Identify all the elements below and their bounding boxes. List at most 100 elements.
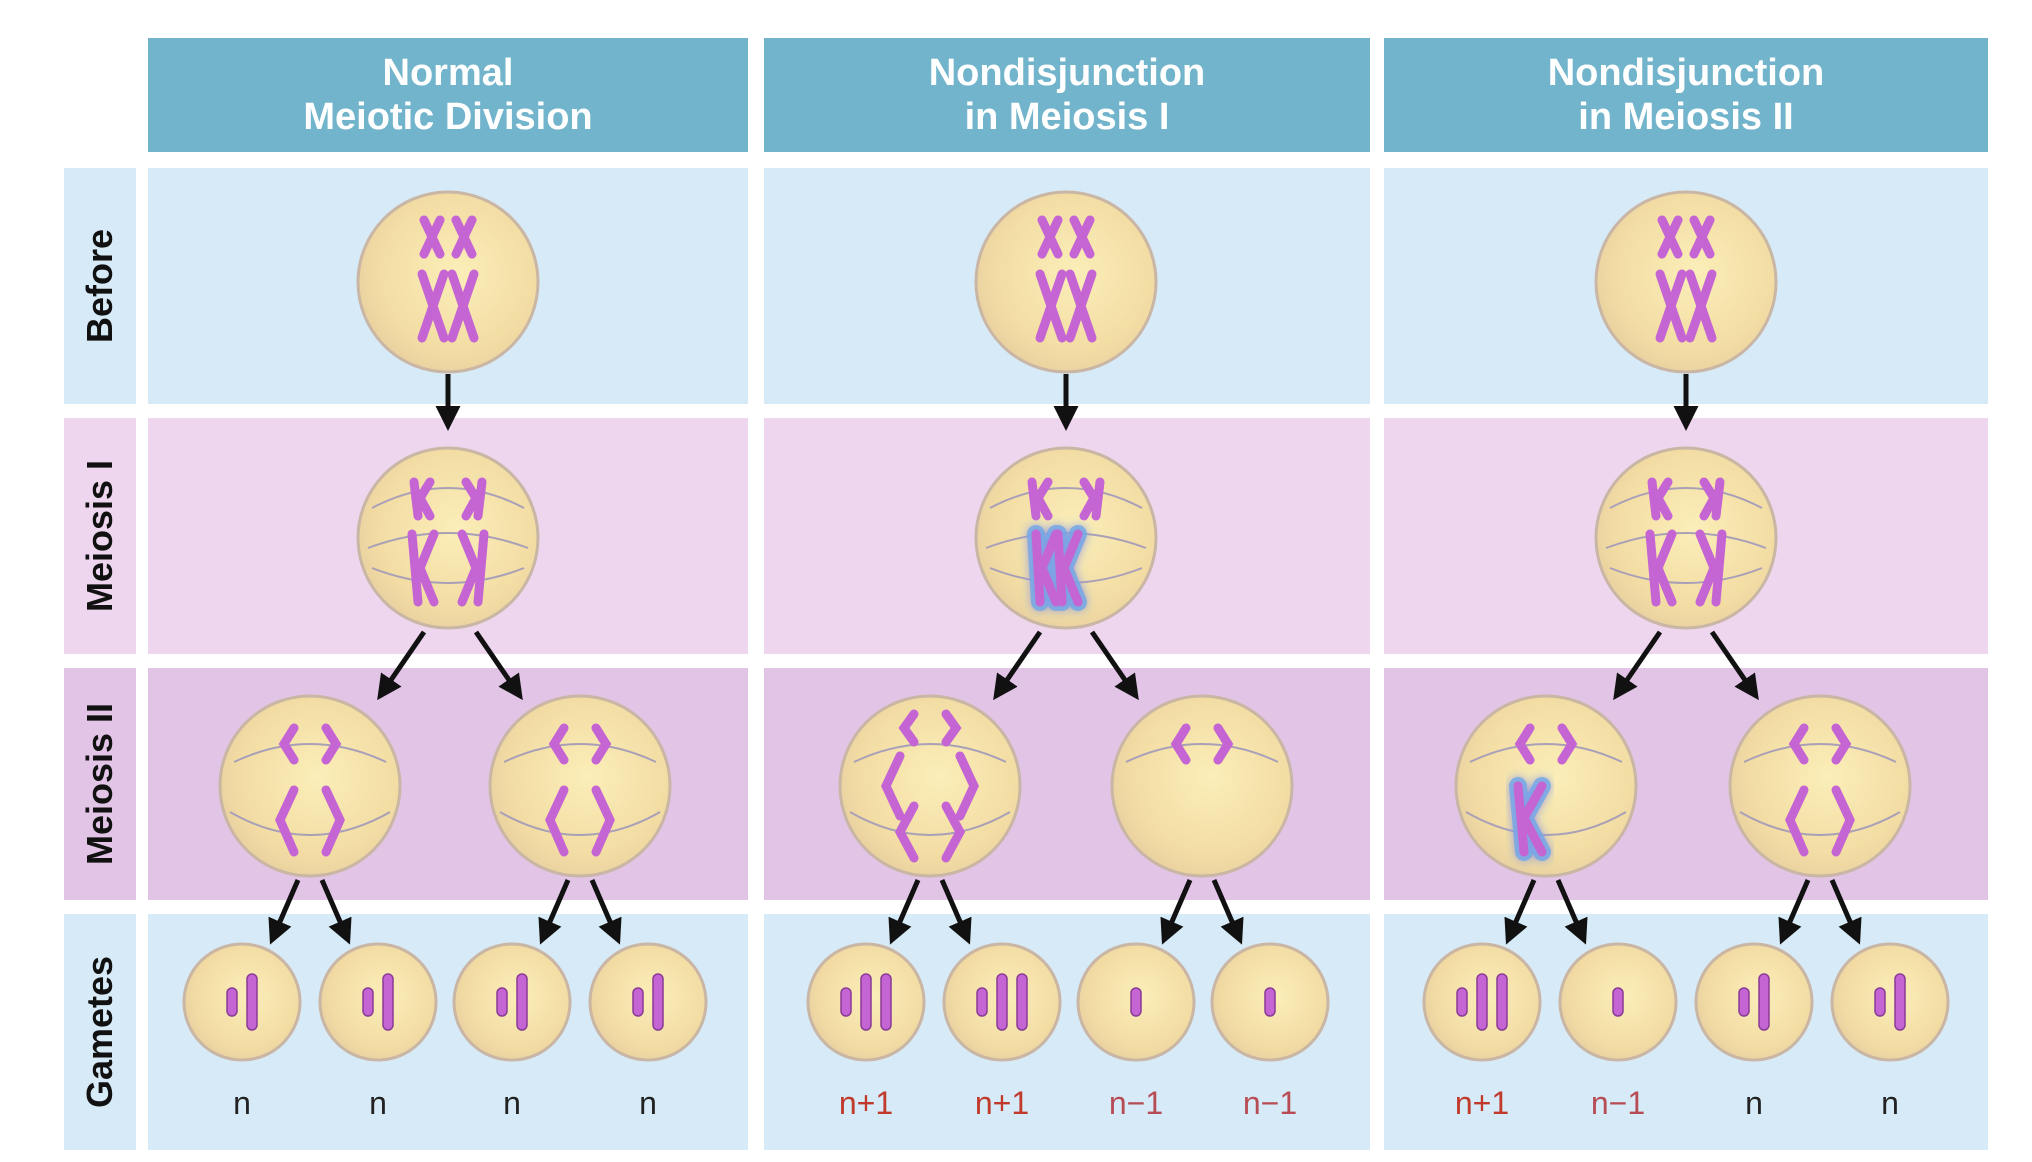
gamete-chromosome <box>1496 973 1508 1031</box>
column-header-line2: Meiotic Division <box>303 96 593 138</box>
gamete-chromosome <box>632 987 644 1017</box>
gamete-cell <box>942 942 1062 1062</box>
gamete-label: n+1 <box>1455 1085 1509 1121</box>
gamete-cell <box>1076 942 1196 1062</box>
cell-meiosis1-md1 <box>974 446 1158 630</box>
gamete-cell <box>1830 942 1950 1062</box>
cell-meiosis1-md2 <box>1594 446 1778 630</box>
gamete-label: n+1 <box>975 1085 1029 1121</box>
gamete-chromosome <box>496 987 508 1017</box>
row-label-before: Before <box>64 168 136 404</box>
gamete-cell <box>806 942 926 1062</box>
gamete-cell <box>1210 942 1330 1062</box>
gamete-chromosome <box>1264 987 1276 1017</box>
nondisjunction-highlight <box>1509 777 1551 861</box>
cell-meiosis2-normal-2 <box>488 694 672 878</box>
cell-meiosis1-normal <box>356 446 540 630</box>
column-header-nondisjunction-meiosis-1: Nondisjunction in Meiosis I <box>764 38 1370 152</box>
gamete-chromosome <box>226 987 238 1017</box>
row-label-gametes: Gametes <box>64 914 136 1150</box>
gamete-cell <box>588 942 708 1062</box>
arrow-meiosis1-to-meiosis2-md2-right <box>1709 630 1759 701</box>
column-header-normal: Normal Meiotic Division <box>148 38 748 152</box>
arrow-meiosis2-to-gamete <box>888 879 921 945</box>
arrow-meiosis2-to-gamete <box>939 879 972 945</box>
arrow-meiosis2-to-gamete <box>1211 879 1244 945</box>
column-header-nondisjunction-meiosis-2: Nondisjunction in Meiosis II <box>1384 38 1988 152</box>
gamete-chromosome <box>1738 987 1750 1017</box>
arrow-meiosis1-to-meiosis2-md1-right <box>1089 630 1139 701</box>
column-header-line2: in Meiosis I <box>964 96 1170 138</box>
gamete-chromosome <box>1130 987 1142 1017</box>
arrow-meiosis2-to-gamete <box>1160 879 1193 945</box>
cell-meiosis2-normal-1 <box>218 694 402 878</box>
arrow-meiosis2-to-gamete <box>538 879 571 945</box>
row-label-meiosis-1: Meiosis I <box>64 418 136 654</box>
gamete-label: n−1 <box>1243 1085 1297 1121</box>
arrow-meiosis2-to-gamete <box>1778 879 1811 945</box>
arrow-meiosis2-to-gamete <box>1555 879 1588 945</box>
gamete-chromosome <box>1894 973 1906 1031</box>
gamete-membrane <box>588 942 708 1062</box>
gamete-chromosome <box>362 987 374 1017</box>
column-header-line1: Nondisjunction <box>1547 52 1825 94</box>
gamete-membrane <box>1830 942 1950 1062</box>
gamete-chromosome <box>860 973 872 1031</box>
gamete-chromosome <box>840 987 852 1017</box>
gamete-cell <box>452 942 572 1062</box>
gamete-label: n <box>369 1085 387 1121</box>
nondisjunction-highlight <box>1027 525 1087 611</box>
cell-meiosis2-md1-1 <box>838 694 1022 878</box>
column-header-line1: Normal <box>382 52 514 94</box>
gamete-chromosome <box>1456 987 1468 1017</box>
arrow-meiosis2-to-gamete <box>1829 879 1862 945</box>
gamete-chromosome <box>1758 973 1770 1031</box>
gamete-label: n−1 <box>1591 1085 1645 1121</box>
gamete-chromosome <box>652 973 664 1031</box>
arrow-meiosis2-to-gamete <box>319 879 352 945</box>
gamete-membrane <box>182 942 302 1062</box>
arrow-meiosis1-to-meiosis2-md1-left <box>993 630 1043 701</box>
column-header-line1: Nondisjunction <box>928 52 1206 94</box>
gamete-chromosome <box>1612 987 1624 1017</box>
gamete-label: n <box>639 1085 657 1121</box>
gamete-cell <box>182 942 302 1062</box>
gamete-chromosome <box>382 973 394 1031</box>
gamete-chromosome <box>1874 987 1886 1017</box>
cell-meiosis2-md2-2 <box>1728 694 1912 878</box>
gamete-chromosome <box>996 973 1008 1031</box>
gamete-cell <box>1558 942 1678 1062</box>
gamete-chromosome <box>880 973 892 1031</box>
gamete-label: n <box>503 1085 521 1121</box>
gamete-cell <box>1422 942 1542 1062</box>
gamete-cell <box>318 942 438 1062</box>
gamete-chromosome <box>516 973 528 1031</box>
gamete-chromosome <box>1016 973 1028 1031</box>
gamete-label: n <box>233 1085 251 1121</box>
gametes-row <box>182 942 1950 1062</box>
cell-meiosis2-md2-1 <box>1454 694 1638 878</box>
arrow-meiosis2-to-gamete <box>268 879 301 945</box>
cell-before-md1 <box>974 190 1158 374</box>
gamete-chromosome <box>976 987 988 1017</box>
gamete-chromosome <box>246 973 258 1031</box>
gamete-membrane <box>318 942 438 1062</box>
column-header-line2: in Meiosis II <box>1578 96 1794 138</box>
arrow-meiosis1-to-meiosis2-md2-left <box>1613 630 1663 701</box>
gamete-label: n−1 <box>1109 1085 1163 1121</box>
arrow-meiosis1-to-meiosis2-normal-left <box>377 630 427 701</box>
gamete-label: n <box>1745 1085 1763 1121</box>
gamete-label: n+1 <box>839 1085 893 1121</box>
gamete-chromosome <box>1476 973 1488 1031</box>
cell-meiosis2-md1-2 <box>1110 694 1294 878</box>
cell-before-normal <box>356 190 540 374</box>
cell-before-md2 <box>1594 190 1778 374</box>
arrow-meiosis2-to-gamete <box>589 879 622 945</box>
gamete-cell <box>1694 942 1814 1062</box>
arrow-meiosis2-to-gamete <box>1504 879 1537 945</box>
gamete-membrane <box>452 942 572 1062</box>
arrow-meiosis1-to-meiosis2-normal-right <box>473 630 523 701</box>
row-label-meiosis-2: Meiosis II <box>64 668 136 900</box>
gamete-label: n <box>1881 1085 1899 1121</box>
